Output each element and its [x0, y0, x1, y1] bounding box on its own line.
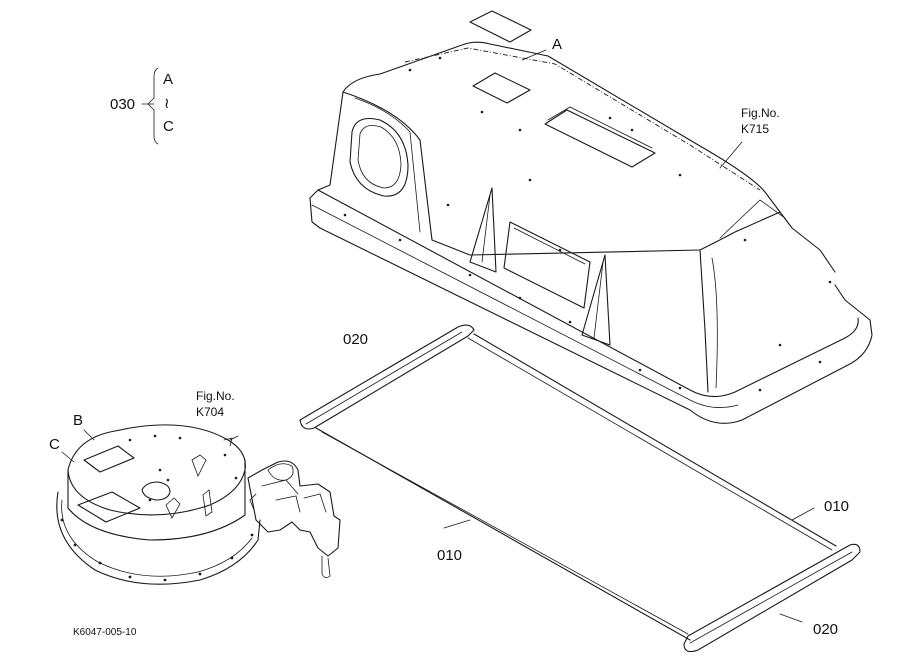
cover-fan-opening: [349, 117, 409, 197]
shroud-center-hole: [141, 481, 171, 501]
fig-k715-prefix: Fig.No.: [741, 106, 780, 120]
range-end-label: C: [163, 118, 174, 135]
fig-k715-number: K715: [741, 122, 770, 136]
shroud-mechanism: [247, 460, 341, 557]
end-bar-upper: [299, 324, 475, 430]
cover-roof-opening-2: [544, 109, 656, 168]
drawing-code-label: K6047-005-10: [73, 627, 137, 638]
point-a-label: A: [552, 36, 563, 53]
side-rail-upper: [473, 333, 837, 547]
engine-hood-cover: [309, 10, 873, 424]
cover-skirt-flange: [309, 189, 873, 424]
ref-030-bracket: [147, 67, 159, 145]
fig-k704-prefix: Fig.No.: [196, 389, 235, 403]
cover-gusset-right: [581, 254, 611, 346]
ref-010-center-label: 010: [437, 547, 463, 564]
cover-top-plate: [469, 10, 532, 43]
cover-side-opening: [503, 221, 591, 309]
ref-010-right-label: 010: [824, 498, 850, 515]
ref-030-label: 030: [110, 96, 136, 113]
shroud-flange-holes: [60, 434, 254, 582]
shroud-opening-c: [77, 491, 141, 523]
shroud-opening-b: [83, 445, 135, 473]
cover-front-face: [317, 91, 344, 191]
shroud-flange: [56, 491, 261, 585]
cover-roof-opening-1: [472, 72, 531, 104]
shroud-top-face: [67, 424, 246, 516]
frame-assembly: [299, 324, 861, 653]
point-c-label: C: [49, 436, 60, 453]
point-b-label: B: [73, 412, 84, 429]
cover-gusset-left: [469, 187, 497, 273]
range-tilde-label: ≀: [164, 95, 170, 112]
range-start-label: A: [163, 71, 174, 88]
ref-020-top-label: 020: [343, 331, 369, 348]
fig-k704-number: K704: [196, 405, 225, 419]
ref-020-bottom-label: 020: [813, 621, 839, 638]
leader-lines: [61, 49, 815, 623]
fan-shroud-assembly: [56, 424, 341, 585]
cover-top-outline: [342, 41, 836, 273]
cover-fastener-dots: [343, 56, 832, 392]
end-bar-lower: [683, 543, 861, 653]
